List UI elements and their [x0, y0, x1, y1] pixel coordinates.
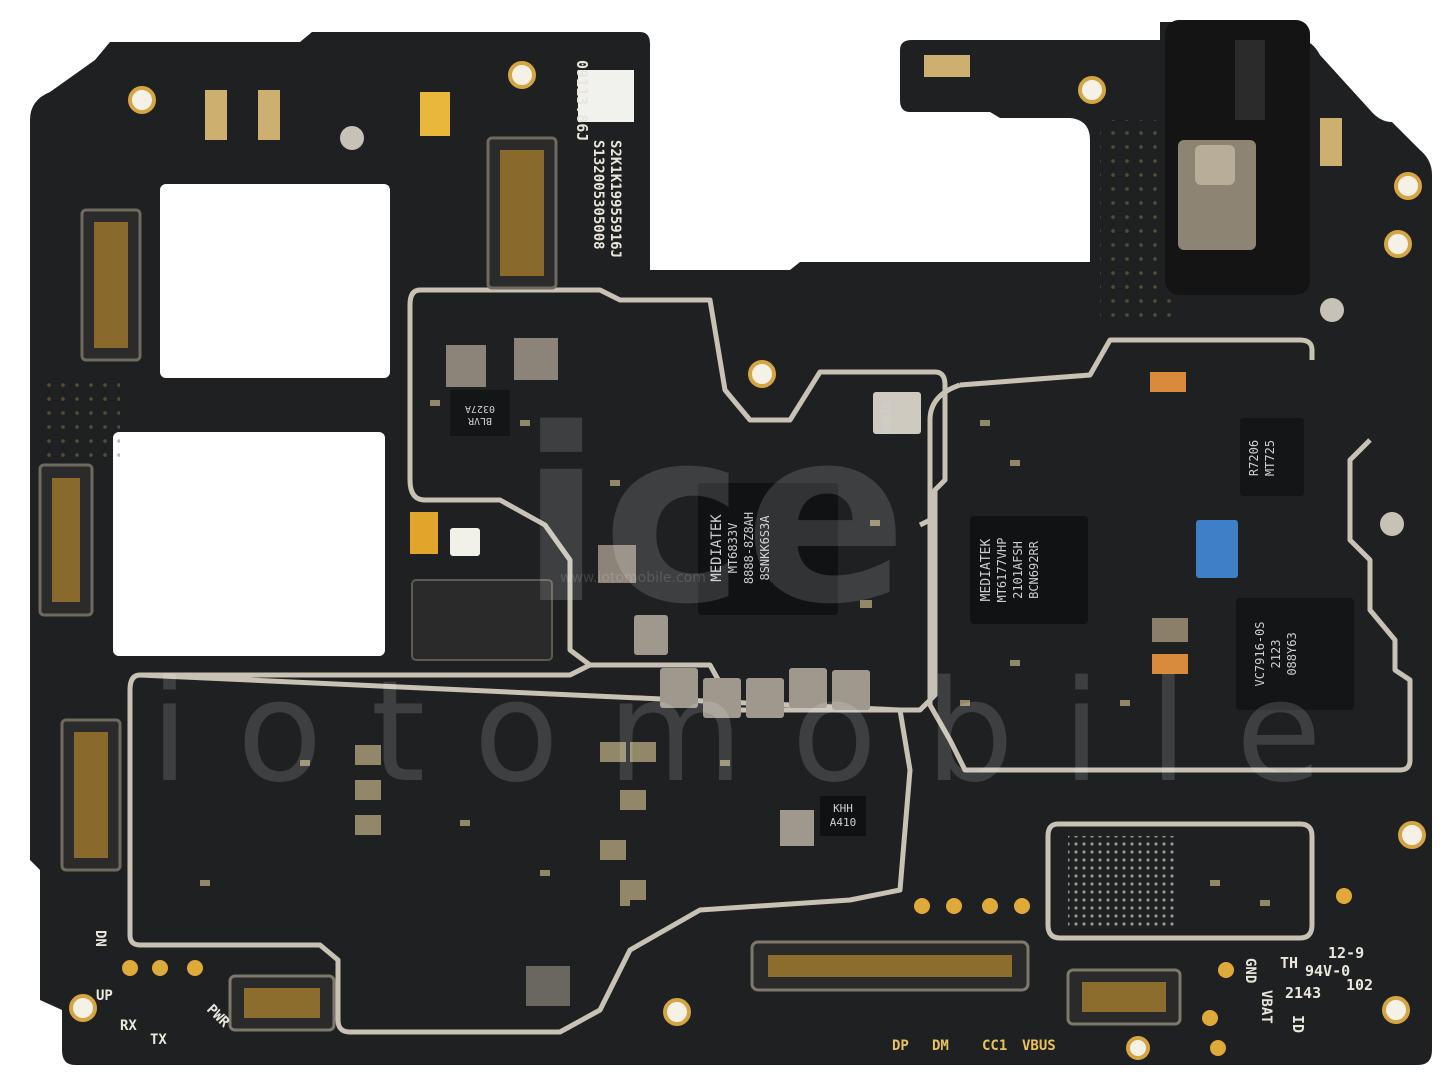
svg-text:0327A: 0327A: [465, 403, 495, 414]
svg-text:R7206: R7206: [1247, 440, 1261, 476]
svg-text:088Y63: 088Y63: [1285, 632, 1299, 675]
svg-text:8888-8Z8AH: 8888-8Z8AH: [742, 512, 756, 584]
cutout-mid: [113, 432, 385, 656]
watermark: ice iotomobile www.iotomobile.com: [150, 377, 1370, 814]
usb-labels: DP DM CC1 VBUS: [892, 1038, 1056, 1054]
svg-text:VBAT: VBAT: [1258, 990, 1274, 1024]
side-connectors: [38, 136, 558, 872]
blvr-label: BLVR 0327A: [465, 403, 495, 426]
svg-text:DN: DN: [92, 930, 108, 947]
svg-text:UP: UP: [96, 988, 113, 1004]
svg-text:MT6833V: MT6833V: [726, 523, 740, 574]
svg-text:MEDIATEK: MEDIATEK: [979, 539, 994, 602]
svg-text:VC7916-0S: VC7916-0S: [1253, 621, 1267, 686]
pmic-label: MEDIATEK MT6177VHP 2101AFSH BCN692RR: [979, 537, 1041, 602]
svg-text:TH: TH: [1280, 954, 1298, 972]
headphone-jack: [1165, 20, 1310, 295]
svg-text:DP: DP: [892, 1038, 909, 1054]
mounting-holes: [69, 61, 1426, 1060]
svg-text:BLVR: BLVR: [467, 415, 492, 426]
svg-text:A410: A410: [830, 816, 857, 829]
pcb-codes: 12-9 94V-0 2143 102 TH ID GND VBAT: [1242, 944, 1373, 1033]
svg-text:BCN692RR: BCN692RR: [1027, 540, 1041, 599]
components: [205, 55, 1404, 1006]
svg-text:94V-0: 94V-0: [1305, 962, 1350, 980]
svg-text:12-9: 12-9: [1328, 944, 1364, 962]
test-pads: [122, 888, 1352, 1056]
svg-text:www.iotomobile.com: www.iotomobile.com: [560, 570, 706, 586]
svg-text:MT6177VHP: MT6177VHP: [995, 537, 1009, 602]
soc-label: MEDIATEK MT6833V 8888-8Z8AH 8SNKK6S3A: [709, 512, 772, 584]
svg-text:VBUS: VBUS: [1022, 1038, 1056, 1054]
khh-label: KHH A410: [830, 802, 857, 829]
serial-top: 09113.86J: [573, 60, 591, 141]
cutout-top: [160, 184, 390, 378]
bottom-connectors: [228, 579, 1182, 1032]
h8810-label: H8810: [880, 401, 893, 434]
svg-text:ice: ice: [520, 377, 907, 657]
svg-text:GND: GND: [1242, 958, 1258, 983]
svg-text:2143: 2143: [1285, 984, 1321, 1002]
svg-text:102: 102: [1346, 976, 1373, 994]
svg-text:ID: ID: [1289, 1015, 1307, 1033]
blue-chip: [1196, 520, 1238, 578]
svg-text:MT725: MT725: [1263, 440, 1277, 476]
ram-bga: [1068, 836, 1178, 926]
svg-text:TX: TX: [150, 1032, 167, 1048]
shield-frame: [127, 287, 1413, 1035]
serial-3: S2K1K19955916J: [607, 140, 623, 258]
svg-text:CC1: CC1: [982, 1038, 1007, 1054]
svg-text:2101AFSH: 2101AFSH: [1011, 541, 1025, 599]
svg-text:2123: 2123: [1269, 640, 1283, 669]
rf2-label: VC7916-0S 2123 088Y63: [1253, 621, 1299, 686]
svg-text:MEDIATEK: MEDIATEK: [709, 514, 725, 582]
pmic-chip: [970, 516, 1088, 624]
rf-chip-2: [1236, 598, 1354, 710]
soc-chip: [698, 483, 838, 615]
svg-text:RX: RX: [120, 1018, 137, 1034]
svg-text:KHH: KHH: [833, 802, 853, 815]
serial-2: S132005305008: [590, 140, 606, 250]
rf1-label: R7206 MT725: [1247, 440, 1277, 476]
svg-text:iotomobile: iotomobile: [150, 651, 1370, 814]
rf-chip-1: [1240, 418, 1304, 496]
svg-text:8SNKK6S3A: 8SNKK6S3A: [758, 515, 772, 581]
svg-text:DM: DM: [932, 1038, 949, 1054]
